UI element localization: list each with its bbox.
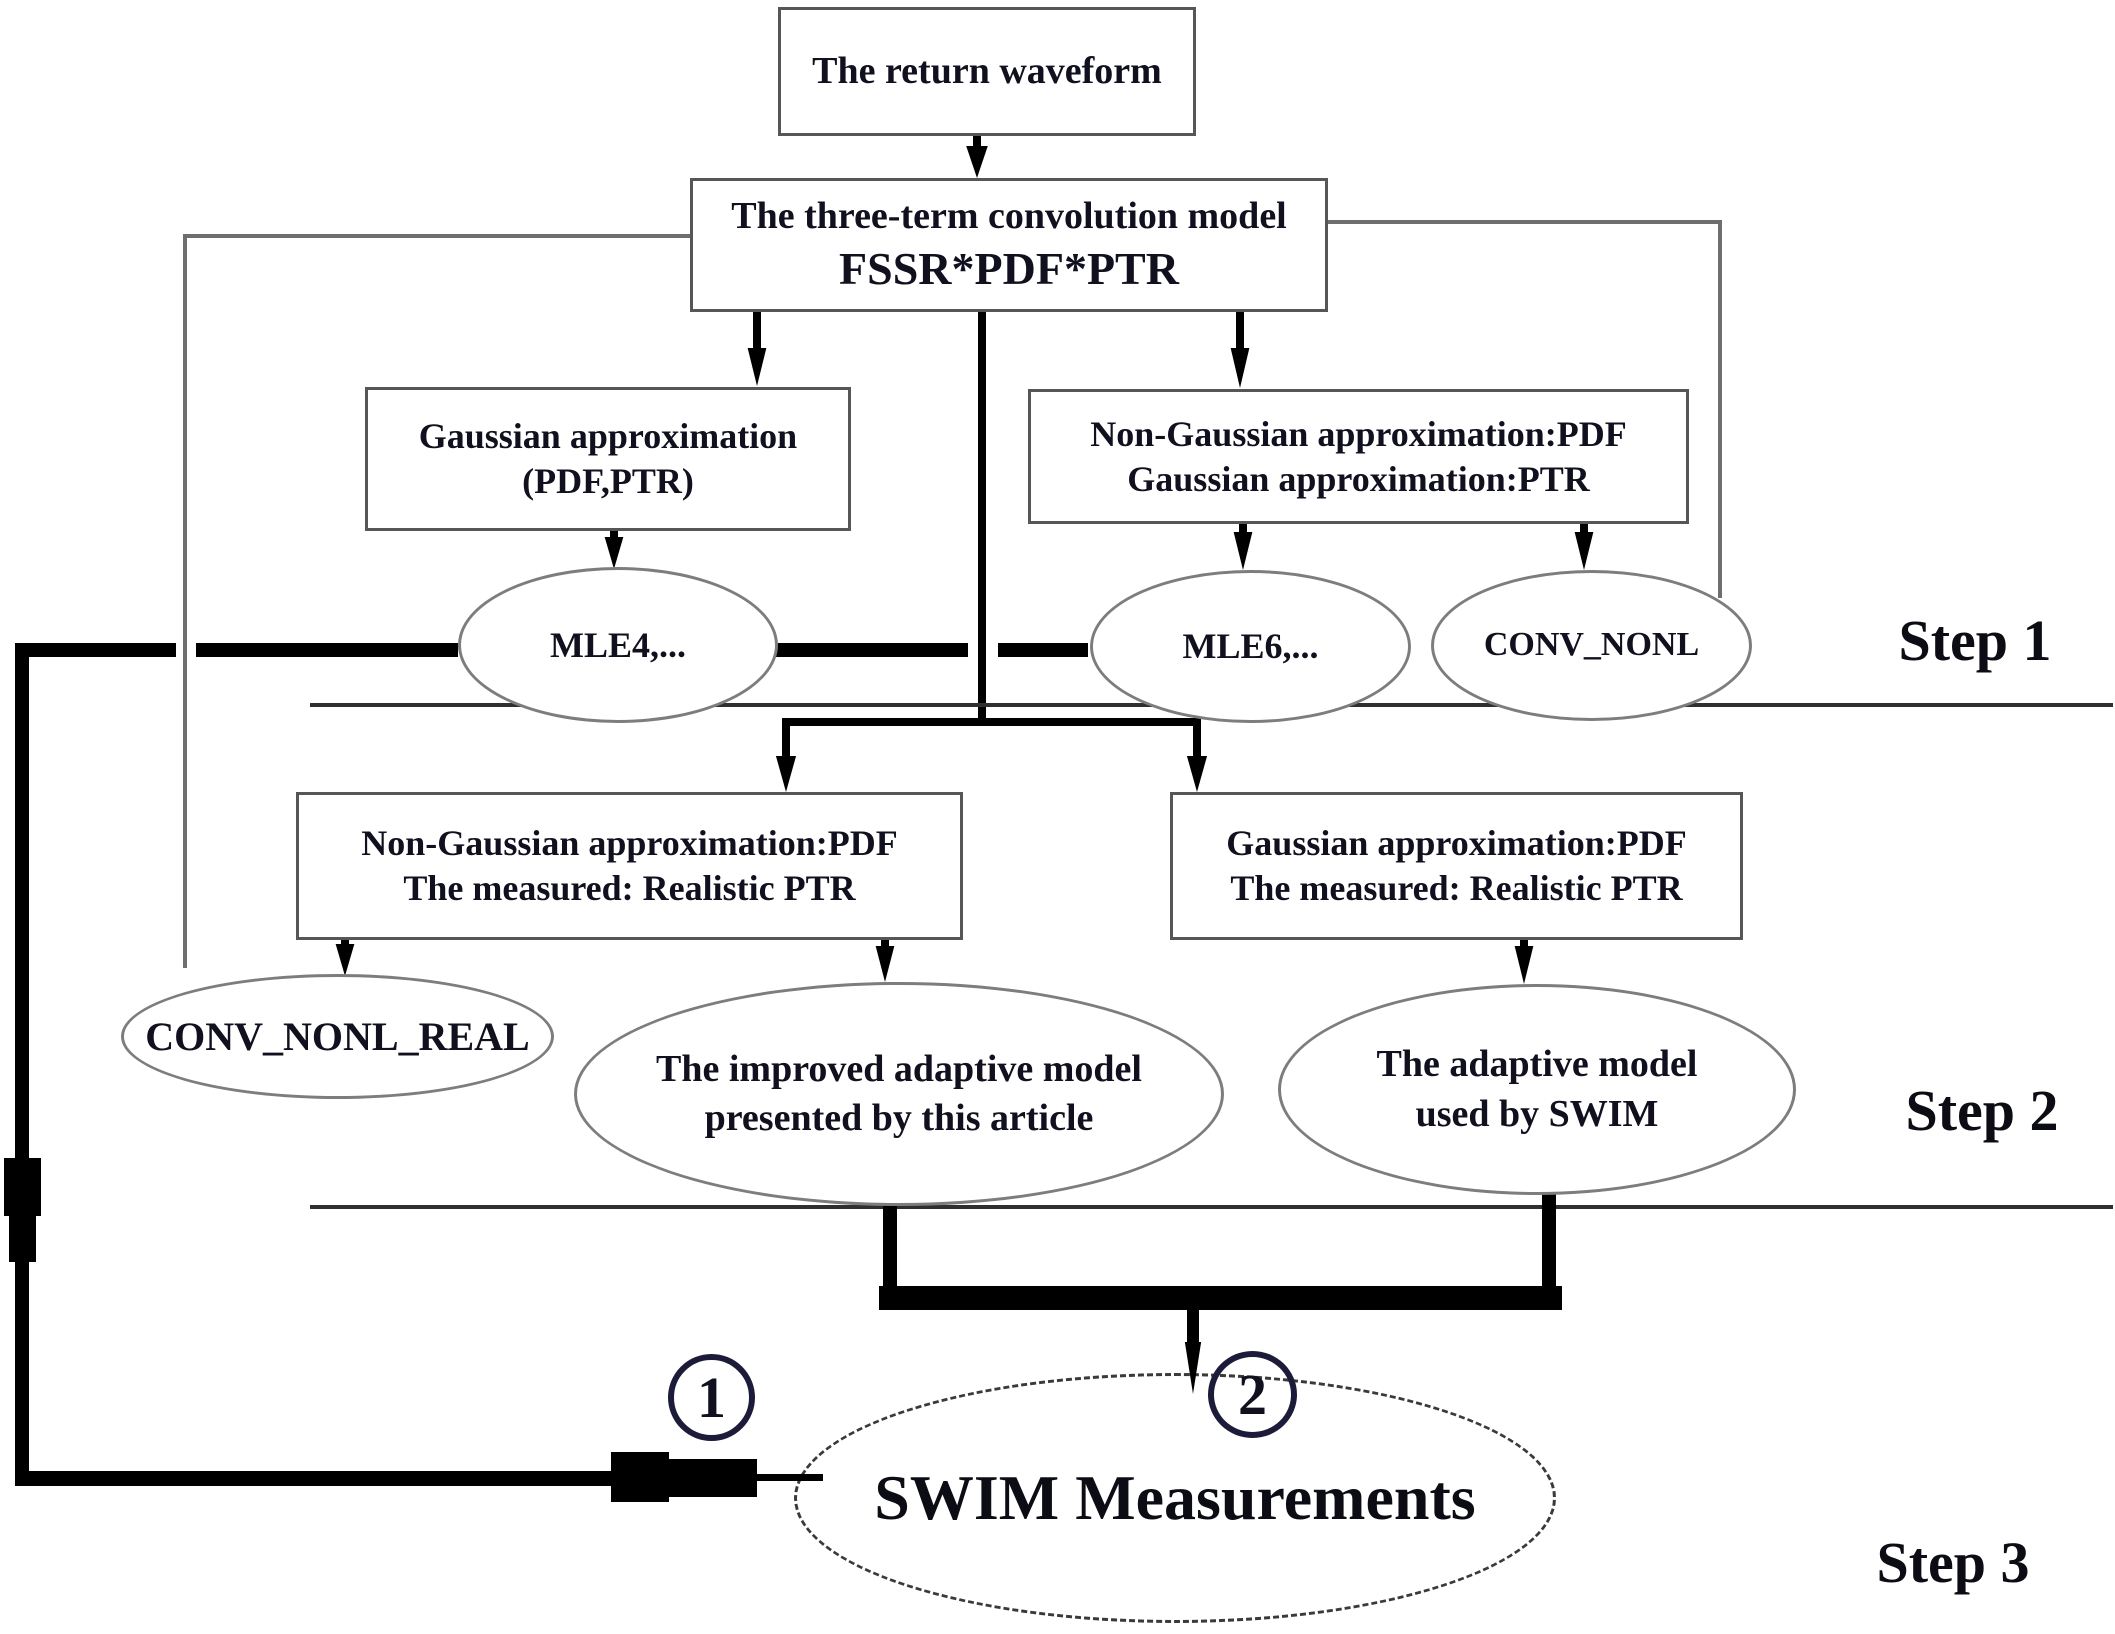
node-gaussian-realistic-line1: Gaussian approximation:PDF xyxy=(1226,823,1687,863)
arrow-nongaussreal-improved-head xyxy=(875,946,895,982)
node-mle4-label: MLE4,... xyxy=(549,624,686,665)
connector-conv-left-horizontal xyxy=(185,234,690,238)
arrow-gauss-mle4-stem xyxy=(610,525,618,541)
thick-left-rail-arrowblock-1 xyxy=(4,1158,41,1216)
label-step-3: Step 3 xyxy=(1838,1524,2068,1600)
bracket-step2-left-head xyxy=(775,756,797,792)
arrow-conv-gauss-stem xyxy=(753,306,761,352)
thick-bottom-rail-horizontal xyxy=(15,1471,611,1486)
arrow-nongauss-convnonl-head xyxy=(1574,532,1594,570)
marker-2-number: 2 xyxy=(1238,1362,1267,1427)
node-nongaussian-approximation: Non-Gaussian approximation:PDF Gaussian … xyxy=(1028,389,1689,524)
marker-1-number: 1 xyxy=(697,1365,726,1430)
node-return-waveform-label: The return waveform xyxy=(812,49,1162,92)
label-step-2: Step 2 xyxy=(1862,1072,2102,1148)
connector-conv-left-vertical xyxy=(183,234,187,968)
node-gaussian-realistic: Gaussian approximation:PDF The measured:… xyxy=(1170,792,1743,940)
node-improved-adaptive-model: The improved adaptive model presented by… xyxy=(574,982,1224,1206)
node-conv-nonl: CONV_NONL xyxy=(1431,570,1752,721)
arrow-gaussreal-adaptive-stem xyxy=(1520,934,1528,950)
thick-dash-segment-1 xyxy=(15,643,176,657)
connector-conv-right-vertical xyxy=(1718,220,1722,598)
thick-bottom-arrowblock-1 xyxy=(611,1452,669,1502)
node-improved-adaptive-model-line2: presented by this article xyxy=(704,1097,1094,1139)
connector-conv-right-horizontal xyxy=(1322,220,1720,224)
node-gaussian-approximation: Gaussian approximation (PDF,PTR) xyxy=(365,387,851,531)
thick-dash-segment-2 xyxy=(196,643,458,657)
marker-2-circle: 2 xyxy=(1208,1351,1297,1438)
arrow-gaussreal-adaptive-head xyxy=(1514,946,1534,984)
node-conv-nonl-real-label: CONV_NONL_REAL xyxy=(145,1013,530,1059)
node-convolution-model-line1: The three-term convolution model xyxy=(731,194,1287,237)
connector-conv-central-vertical xyxy=(978,306,986,724)
node-mle6: MLE6,... xyxy=(1090,570,1411,723)
thick-dash-segment-4 xyxy=(998,643,1088,657)
node-return-waveform: The return waveform xyxy=(778,7,1196,136)
separator-step2-step3 xyxy=(310,1205,2113,1209)
node-gaussian-approximation-line1: Gaussian approximation xyxy=(418,416,798,456)
arrow-waveform-conv-head xyxy=(966,146,988,178)
node-mle4: MLE4,... xyxy=(458,567,778,723)
node-adaptive-model-swim: The adaptive model used by SWIM xyxy=(1278,984,1796,1195)
node-conv-nonl-real: CONV_NONL_REAL xyxy=(121,974,554,1099)
arrow-nongauss-convnonl-stem xyxy=(1580,518,1588,536)
thick-bottom-arrowblock-2 xyxy=(669,1459,757,1497)
bracket-step2-right-stem xyxy=(1193,718,1201,760)
bracket-step2-right-head xyxy=(1186,756,1208,792)
label-step-1-text: Step 1 xyxy=(1898,607,2052,673)
node-gaussian-approximation-line2: (PDF,PTR) xyxy=(522,461,694,501)
node-nongaussian-realistic-line2: The measured: Realistic PTR xyxy=(403,868,856,908)
arrow-nongaussreal-convnonlreal-stem xyxy=(341,934,349,948)
node-swim-measurements-label: SWIM Measurements xyxy=(874,1462,1476,1534)
thick-left-rail-arrowblock-2 xyxy=(9,1216,36,1262)
arrow-conv-nongauss-stem xyxy=(1236,306,1244,352)
arrow-nongauss-mle6-stem xyxy=(1239,518,1247,536)
node-convolution-model-line2: FSSR*PDF*PTR xyxy=(839,243,1179,294)
node-nongaussian-realistic-line1: Non-Gaussian approximation:PDF xyxy=(361,823,898,863)
node-gaussian-realistic-line2: The measured: Realistic PTR xyxy=(1230,868,1683,908)
node-nongaussian-realistic: Non-Gaussian approximation:PDF The measu… xyxy=(296,792,963,940)
arrow-nongaussreal-convnonlreal-head xyxy=(335,944,355,976)
bracket-step3-right-vertical xyxy=(1542,1178,1556,1310)
arrow-gauss-mle4-head xyxy=(604,537,624,569)
label-step-2-text: Step 2 xyxy=(1905,1077,2059,1143)
node-conv-nonl-label: CONV_NONL xyxy=(1483,626,1700,664)
arrow-conv-gauss-head xyxy=(747,348,767,386)
node-mle6-label: MLE6,... xyxy=(1182,626,1319,667)
thick-left-rail-vertical xyxy=(15,643,29,1486)
arrow-conv-nongauss-head xyxy=(1230,348,1250,388)
label-step-3-text: Step 3 xyxy=(1876,1529,2030,1595)
node-improved-adaptive-model-line1: The improved adaptive model xyxy=(656,1047,1142,1090)
node-nongaussian-approximation-line1: Non-Gaussian approximation:PDF xyxy=(1090,413,1627,454)
arrow-nongaussreal-improved-stem xyxy=(881,934,889,950)
bracket-step3-left-vertical xyxy=(883,1185,897,1310)
node-nongaussian-approximation-line2: Gaussian approximation:PTR xyxy=(1127,458,1590,499)
arrow-waveform-conv-stem xyxy=(973,130,981,152)
node-adaptive-model-swim-line1: The adaptive model xyxy=(1376,1043,1698,1086)
thick-dash-segment-3 xyxy=(772,643,968,657)
label-step-1: Step 1 xyxy=(1855,602,2095,678)
bracket-step2-bar xyxy=(782,718,1201,726)
arrow-nongauss-mle6-head xyxy=(1233,532,1253,570)
bracket-step2-left-stem xyxy=(782,718,790,760)
node-swim-measurements: SWIM Measurements xyxy=(794,1373,1556,1623)
bracket-step3-center-stem xyxy=(1187,1310,1199,1348)
marker-1-circle: 1 xyxy=(668,1354,755,1441)
thick-bottom-arrow-tip xyxy=(757,1474,823,1481)
node-adaptive-model-swim-line2: used by SWIM xyxy=(1415,1092,1659,1135)
bracket-step3-bar xyxy=(879,1286,1562,1310)
node-convolution-model: The three-term convolution model FSSR*PD… xyxy=(690,178,1328,312)
